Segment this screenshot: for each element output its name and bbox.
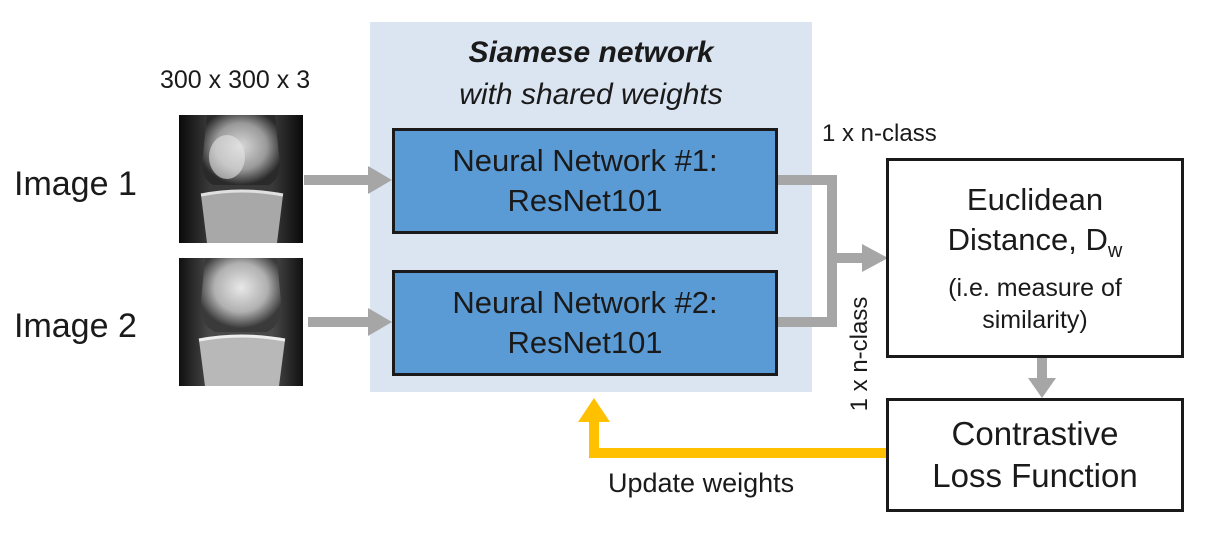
siamese-subtitle-text: with shared weights xyxy=(459,78,723,111)
neural-network-1-box: Neural Network #1: ResNet101 xyxy=(392,128,778,234)
euclidean-line4: similarity) xyxy=(982,305,1088,334)
euclidean-line2-prefix: Distance, D xyxy=(947,222,1108,258)
input-size-label: 300 x 300 x 3 xyxy=(160,66,311,94)
image-2-label: Image 2 xyxy=(14,307,137,345)
image-1-label: Image 1 xyxy=(14,165,137,203)
neural-network-2-line2: ResNet101 xyxy=(507,325,663,360)
loss-line1: Contrastive xyxy=(951,415,1119,452)
output-size-label-side: 1 x n-class xyxy=(846,296,873,412)
euclidean-line2-subscript: w xyxy=(1107,240,1123,263)
xray-image-1 xyxy=(179,115,303,243)
xray-image-2 xyxy=(179,258,303,386)
euclidean-line2: Distance, Dw xyxy=(948,220,1123,271)
euclidean-line1: Euclidean xyxy=(966,182,1104,218)
loss-line2: Loss Function xyxy=(932,457,1138,494)
neural-network-1-line1: Neural Network #1: xyxy=(452,143,718,178)
contrastive-loss-box: Contrastive Loss Function xyxy=(886,398,1184,512)
output-size-label-top: 1 x n-class xyxy=(822,120,937,147)
update-weights-label: Update weights xyxy=(608,468,795,498)
euclidean-distance-box: Euclidean Distance, Dw (i.e. measure of … xyxy=(886,158,1184,358)
siamese-title-text: Siamese network xyxy=(468,36,714,69)
euclidean-line3: (i.e. measure of xyxy=(948,273,1122,302)
neural-network-2-box: Neural Network #2: ResNet101 xyxy=(392,270,778,376)
neural-network-2-line1: Neural Network #2: xyxy=(452,285,718,320)
neural-network-1-line2: ResNet101 xyxy=(507,183,663,218)
